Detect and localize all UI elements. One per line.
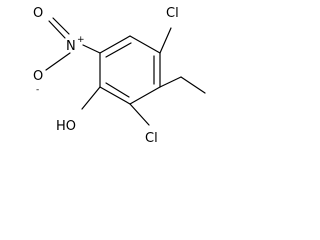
chemical-structure: Cl Cl HO N + O O -	[33, 6, 206, 146]
ring-double-bond-inner-2	[105, 82, 130, 98]
atom-label-nitro-o-left: O	[33, 69, 43, 84]
atom-charge-plus: +	[77, 35, 85, 45]
bond-nitro-o-top-b	[52, 17, 70, 35]
atom-label-hydroxyl: HO	[56, 119, 76, 134]
ring-double-bond-inner-1	[105, 42, 132, 58]
bond-nitro-o-left	[45, 52, 71, 71]
benzene-ring	[99, 35, 161, 105]
bond-to-nitro	[82, 44, 101, 54]
ring-bond-c1-c2	[99, 35, 131, 54]
bond-ethyl-2	[180, 76, 206, 94]
ring-bond-c3-c4	[99, 86, 131, 105]
ring-bond-c6-c1	[129, 35, 161, 54]
bond-to-hydroxyl	[81, 86, 101, 110]
bond-to-cl-bottom	[129, 103, 150, 126]
atom-label-nitro-o-top: O	[33, 6, 43, 21]
ring-bond-c4-c5	[129, 86, 161, 105]
bond-to-cl-top	[159, 27, 172, 54]
atom-label-nitro-n: N	[66, 39, 76, 54]
bond-ethyl-1	[159, 76, 182, 88]
atom-charge-minus: -	[36, 85, 39, 95]
bond-nitro-o-top-a	[48, 20, 66, 39]
atom-label-cl-bottom: Cl	[145, 131, 158, 146]
atom-label-cl-top: Cl	[166, 6, 179, 21]
